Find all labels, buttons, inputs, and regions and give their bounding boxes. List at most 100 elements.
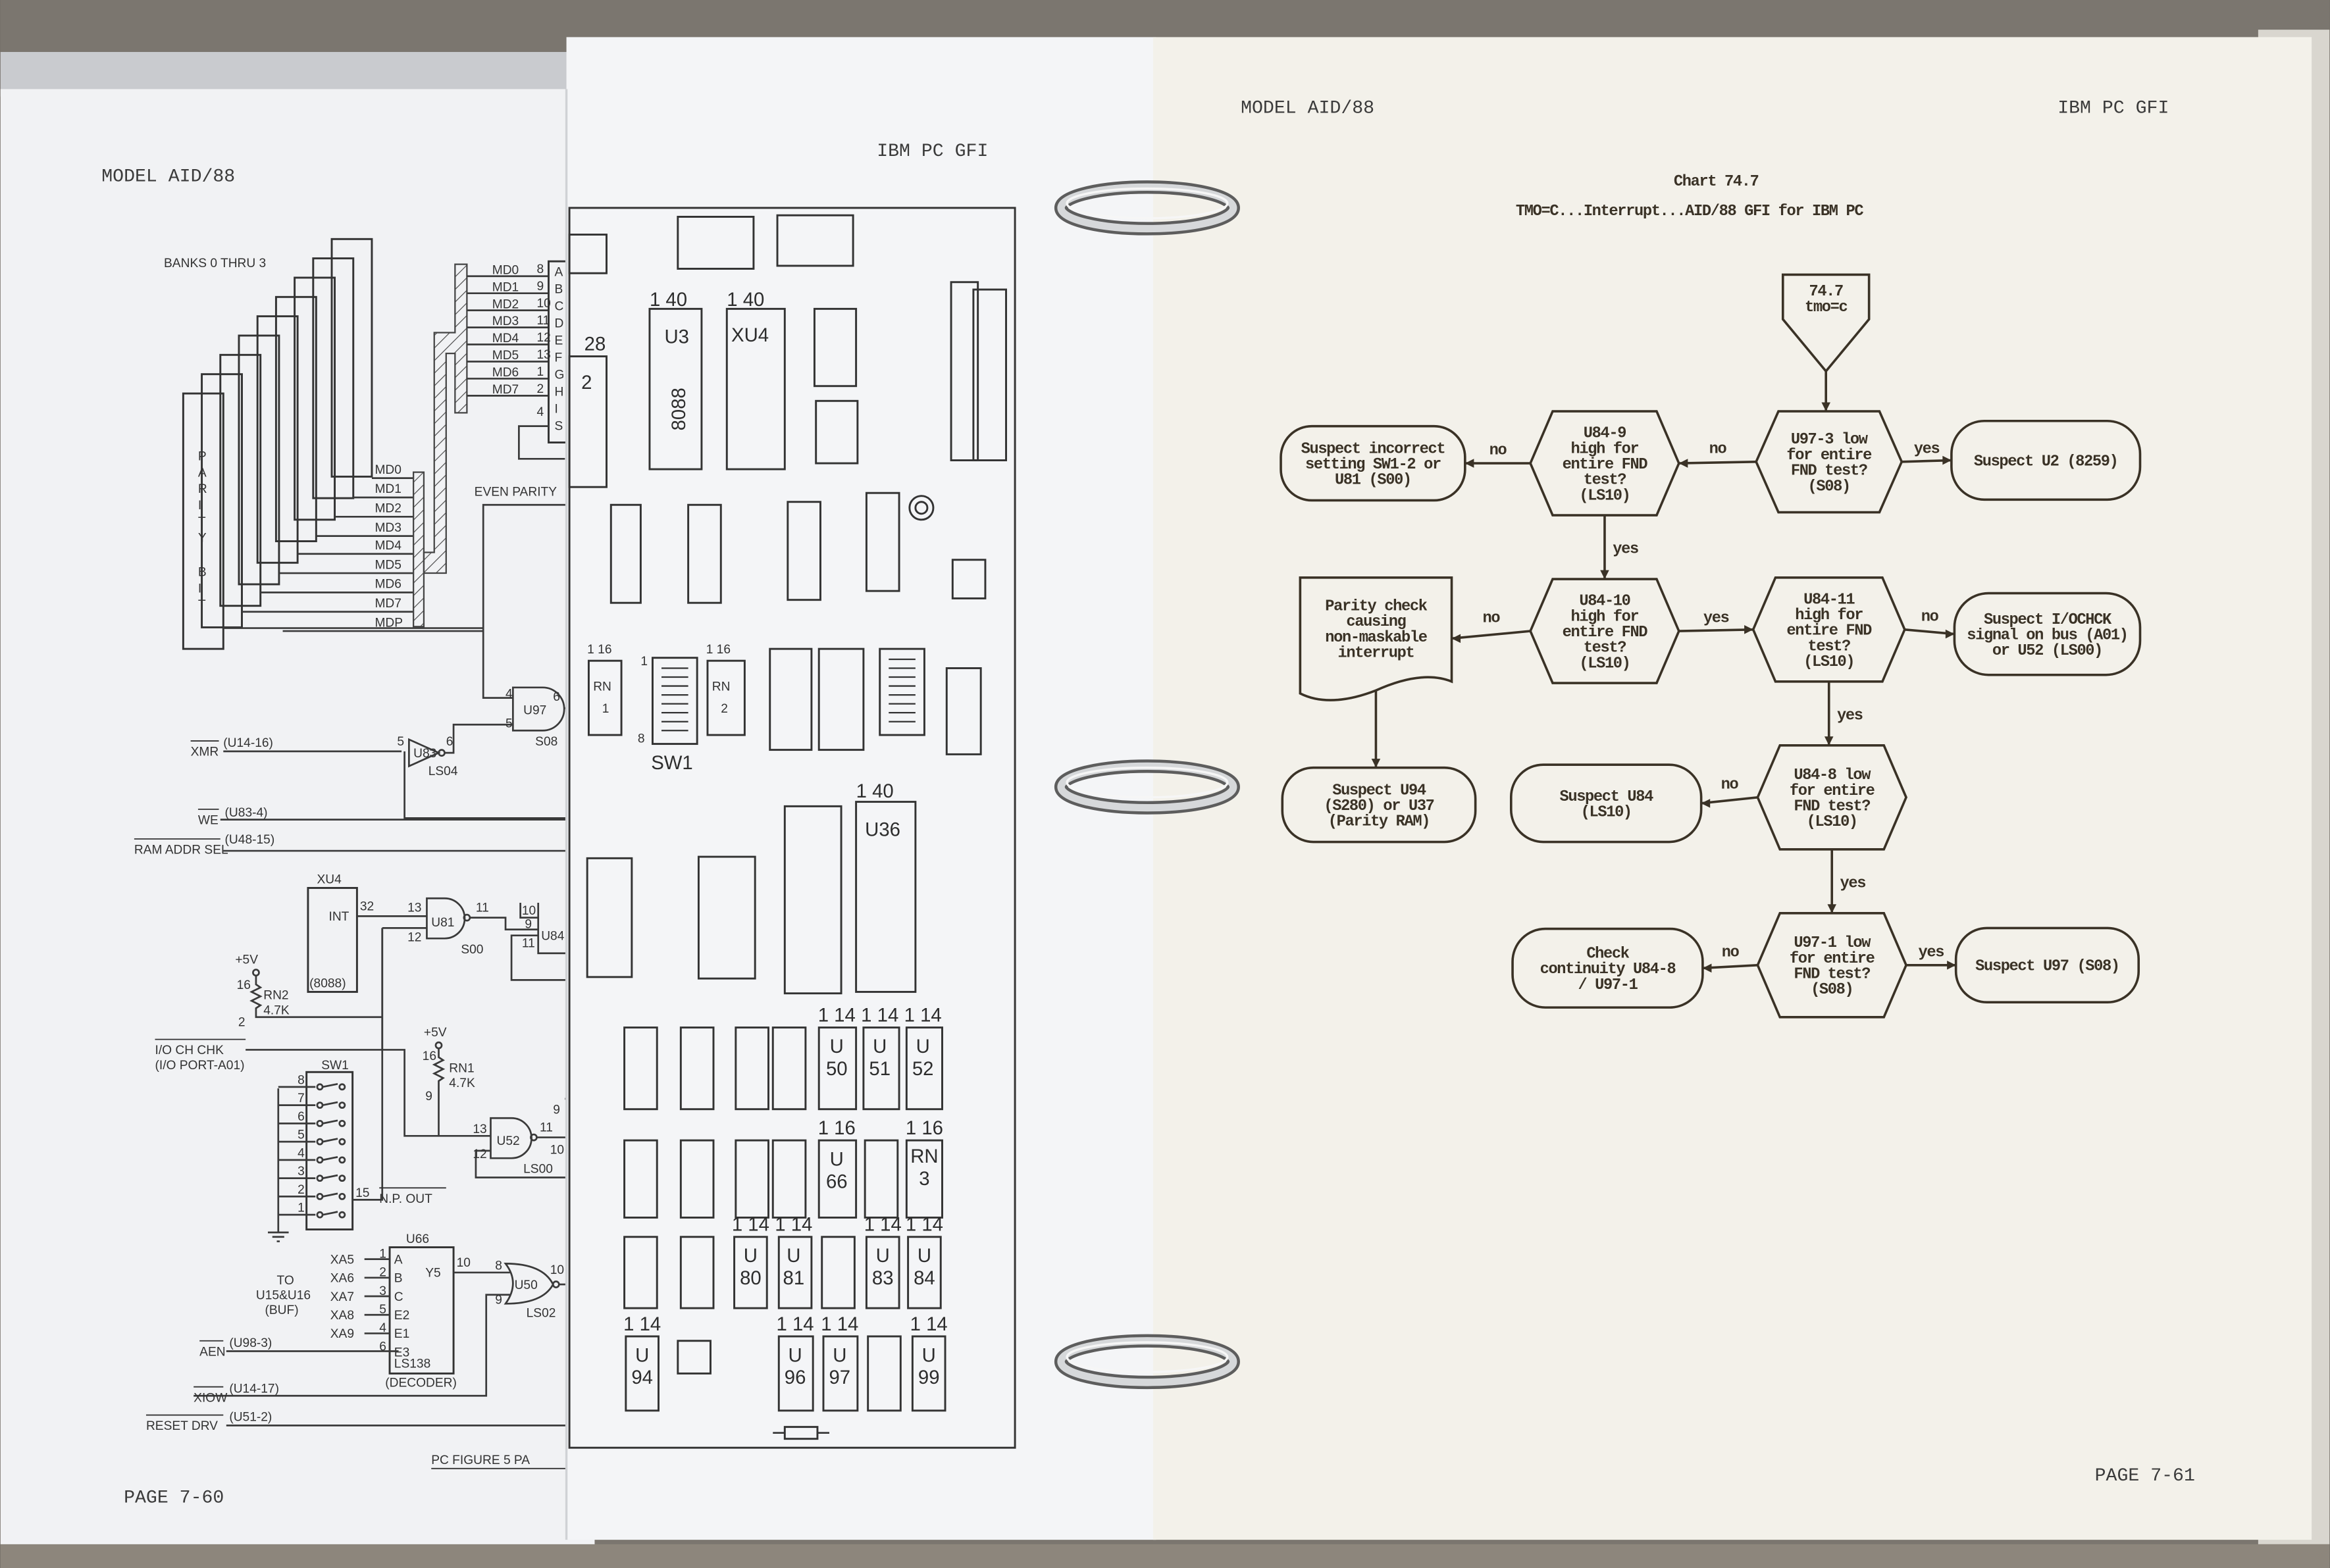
pin-label: 12 xyxy=(407,931,421,945)
decision-node xyxy=(1756,744,1908,851)
ic-chip xyxy=(777,1236,813,1309)
connector-pin-letter: A xyxy=(555,266,563,280)
ic-chip xyxy=(679,1236,715,1309)
chip-label: U xyxy=(787,1245,800,1267)
pin-label: 5 xyxy=(379,1303,386,1317)
right-page: MODEL AID/88 IBM PC GFI PAGE 7-61 Chart … xyxy=(1152,37,2312,1540)
node-text: for entire xyxy=(1790,782,1875,800)
xiow-ref: (U14-17) xyxy=(229,1382,279,1396)
pin-label: 15 xyxy=(355,1186,369,1200)
to-buf-label: U15&U16 xyxy=(256,1289,311,1303)
pin-label: 2 xyxy=(536,382,544,396)
md-line-label: MD1 xyxy=(375,482,401,496)
xu4-part: (8088) xyxy=(309,977,346,991)
ic-chip xyxy=(679,1026,715,1111)
ic-chip xyxy=(697,855,756,980)
md-line-label: MD2 xyxy=(375,502,401,516)
pin-label: 13 xyxy=(407,901,421,915)
ic-chip xyxy=(586,857,633,978)
node-text: for entire xyxy=(1786,447,1872,465)
pin-label: 10 xyxy=(536,297,550,311)
connector-pin-letter: S xyxy=(555,419,563,433)
node-text: (LS10) xyxy=(1803,653,1854,671)
u3-part: 8088 xyxy=(668,388,690,430)
aen-ref: (U98-3) xyxy=(229,1336,272,1350)
arrowhead-icon xyxy=(1827,904,1836,913)
xa-signal-label: XA7 xyxy=(330,1290,354,1304)
node-text: (LS10) xyxy=(1579,655,1630,672)
u66-role: (DECODER) xyxy=(385,1377,457,1390)
ic-chip xyxy=(815,399,859,465)
pin-label: 6 xyxy=(553,690,560,704)
pin-label: 4 xyxy=(379,1321,386,1335)
xa-signal-label: XA5 xyxy=(330,1253,354,1267)
node-text: Suspect U84 xyxy=(1559,788,1653,806)
connector-pin-letter: C xyxy=(555,300,564,314)
pin-label: 1 40 xyxy=(727,289,764,311)
xa-signal-label: XA8 xyxy=(330,1309,354,1323)
chip-label: 83 xyxy=(872,1267,894,1289)
node-text: U84-10 xyxy=(1579,593,1630,611)
pin-label: 9 xyxy=(525,917,532,931)
edge-label-yes: yes xyxy=(1613,541,1638,559)
node-text: Suspect I/OCHCK xyxy=(1984,611,2112,629)
node-text: 74.7 xyxy=(1809,283,1843,301)
connector-pin-letter: F xyxy=(555,351,563,365)
chip-label: 2 xyxy=(581,372,592,393)
pin-label: 1 xyxy=(379,1247,386,1261)
bus-signal-label: MD6 xyxy=(492,366,519,380)
flow-arrow xyxy=(1451,630,1531,640)
chip-label: U xyxy=(922,1344,936,1366)
chip-label: 94 xyxy=(631,1367,653,1388)
pin-label: 1 14 xyxy=(910,1313,948,1335)
md-line-label: MD5 xyxy=(375,558,401,572)
parity-bit-letter: A xyxy=(198,466,207,480)
pin-label: 1 14 xyxy=(732,1214,769,1236)
even-parity-label: EVEN PARITY xyxy=(475,486,557,499)
pin-label: 12 xyxy=(473,1148,486,1161)
np-out-label: N.P. OUT xyxy=(379,1192,432,1206)
pin-label: 32 xyxy=(360,899,374,913)
ic-chip xyxy=(821,1236,856,1309)
reset-drv-ref: (U51-2) xyxy=(229,1411,272,1425)
xmr-signal: XMR (U14-16) U83 LS04 5 6 xyxy=(190,723,595,819)
xa-signal-label: XA9 xyxy=(330,1327,354,1341)
board-outline xyxy=(568,207,1016,1449)
pin-label: 1 14 xyxy=(623,1313,661,1335)
bus-signal-label: MD3 xyxy=(492,315,519,328)
rn2-label: RN xyxy=(712,680,731,694)
pin-label: 1 16 xyxy=(818,1117,856,1139)
u52-label: U52 xyxy=(497,1134,520,1148)
ic-chip xyxy=(679,1139,715,1219)
node-text: FND test? xyxy=(1794,798,1870,816)
node-text: causing xyxy=(1346,613,1405,631)
pin-label: 4 xyxy=(505,688,513,701)
ram-addr-sel-ref: (U48-15) xyxy=(225,833,275,847)
ic-chip xyxy=(950,281,979,462)
memory-bank-chip xyxy=(312,257,355,499)
connector-pin-letter: H xyxy=(555,385,564,399)
bus-signal-label: MD2 xyxy=(492,297,519,311)
memory-bank-chip xyxy=(238,334,280,586)
switch-position-label: 8 xyxy=(298,1073,305,1087)
pin-label: 1 16 xyxy=(587,643,611,657)
u81-label: U81 xyxy=(431,916,454,930)
we-ref: (U83-4) xyxy=(225,806,268,820)
pin-label: 3 xyxy=(379,1284,386,1298)
node-text: high for xyxy=(1795,607,1863,624)
switch-position-label: 6 xyxy=(298,1110,305,1124)
switch-position-label: 5 xyxy=(298,1128,305,1142)
rn2-label: 2 xyxy=(721,702,728,716)
pin-label: 9 xyxy=(495,1293,502,1307)
pin-label: 9 xyxy=(553,1103,560,1117)
pin-label: 11 xyxy=(476,901,489,915)
node-text: Suspect U2 (8259) xyxy=(1974,453,2118,470)
pin-label: 1 14 xyxy=(818,1005,856,1026)
node-text: entire FND xyxy=(1563,624,1648,642)
chip-label: 28 xyxy=(584,334,606,355)
memory-bank-chip xyxy=(274,295,317,543)
left-page-header: MODEL AID/88 xyxy=(101,166,235,187)
ic-chip xyxy=(771,1139,807,1219)
edge-label-no: no xyxy=(1721,776,1739,794)
